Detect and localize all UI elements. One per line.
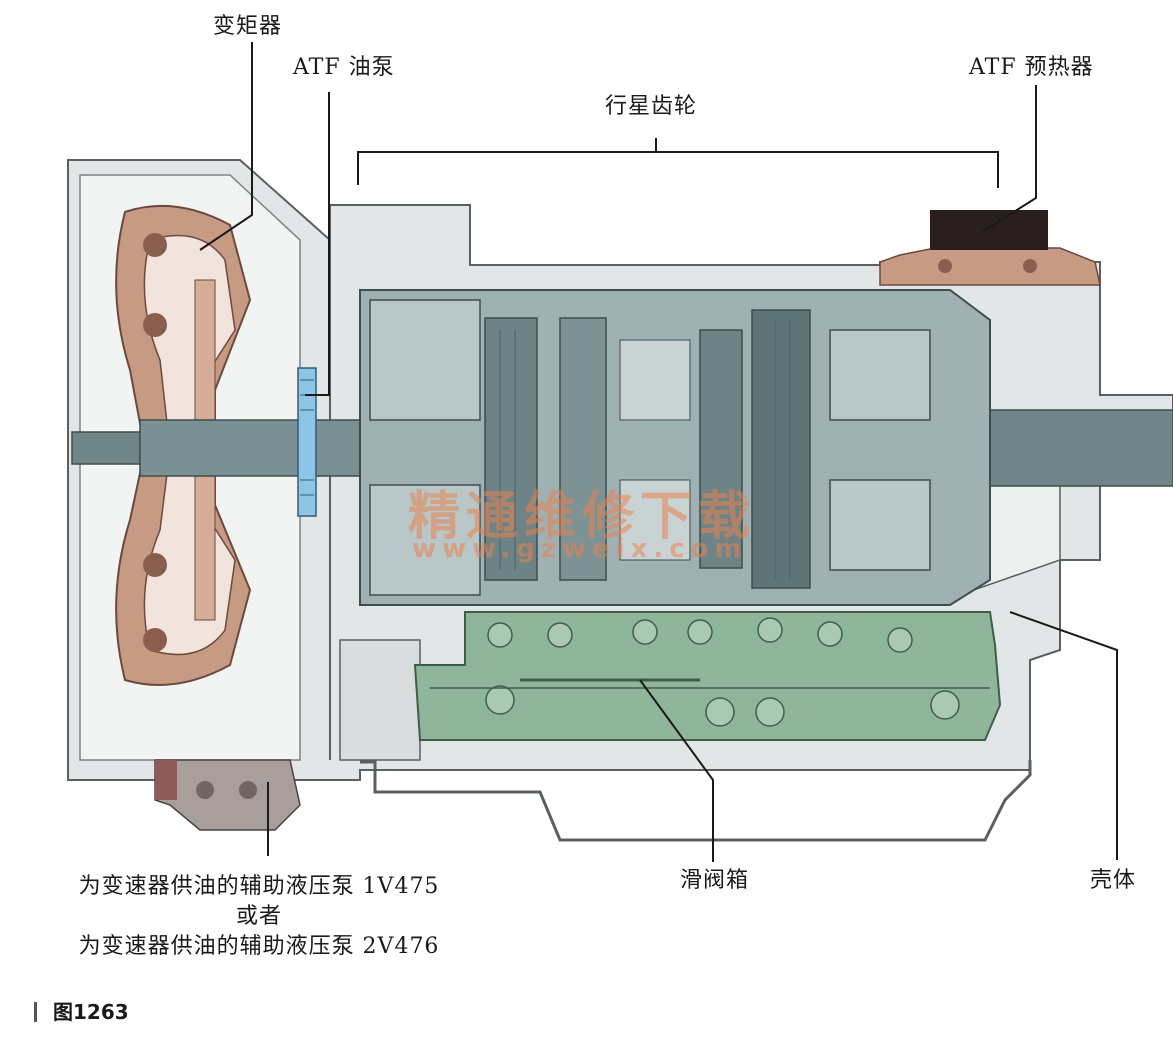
caption-text: 图1263 [53, 1000, 129, 1024]
label-valve-body: 滑阀箱 [680, 868, 750, 893]
leader-housing [1009, 611, 1118, 860]
planetary-bracket [357, 138, 999, 188]
caption-bar [34, 1002, 37, 1022]
label-aux-pump-2: 为变速器供油的辅助液压泵 2V476 [78, 934, 440, 959]
planetary-gear-set [359, 289, 991, 606]
oil-pan [360, 760, 1032, 842]
auxiliary-hydraulic-pump [154, 759, 301, 831]
label-aux-pump-or: 或者 [235, 904, 282, 929]
watermark-url: www.gzweix.com [412, 534, 748, 564]
leader-atf-pump [305, 92, 330, 396]
leader-atf-preheater [981, 85, 1037, 233]
label-planetary-gears: 行星齿轮 [605, 94, 698, 119]
atf-pump [297, 367, 317, 517]
label-atf-pump: ATF 油泵 [293, 55, 395, 80]
label-atf-preheater: ATF 预热器 [969, 55, 1094, 80]
leader-lines [199, 42, 1118, 862]
label-aux-pump-1: 为变速器供油的辅助液压泵 1V475 [78, 874, 440, 899]
atf-preheater [879, 210, 1101, 286]
valve-body [413, 611, 1002, 741]
figure-caption: 图1263 [34, 996, 129, 1025]
leader-torque-converter [199, 42, 253, 251]
label-housing: 壳体 [1090, 868, 1137, 893]
label-torque-converter: 变矩器 [213, 14, 283, 39]
watermark-text: 精通维修下载 [408, 487, 757, 547]
leader-valve-body [639, 679, 714, 862]
